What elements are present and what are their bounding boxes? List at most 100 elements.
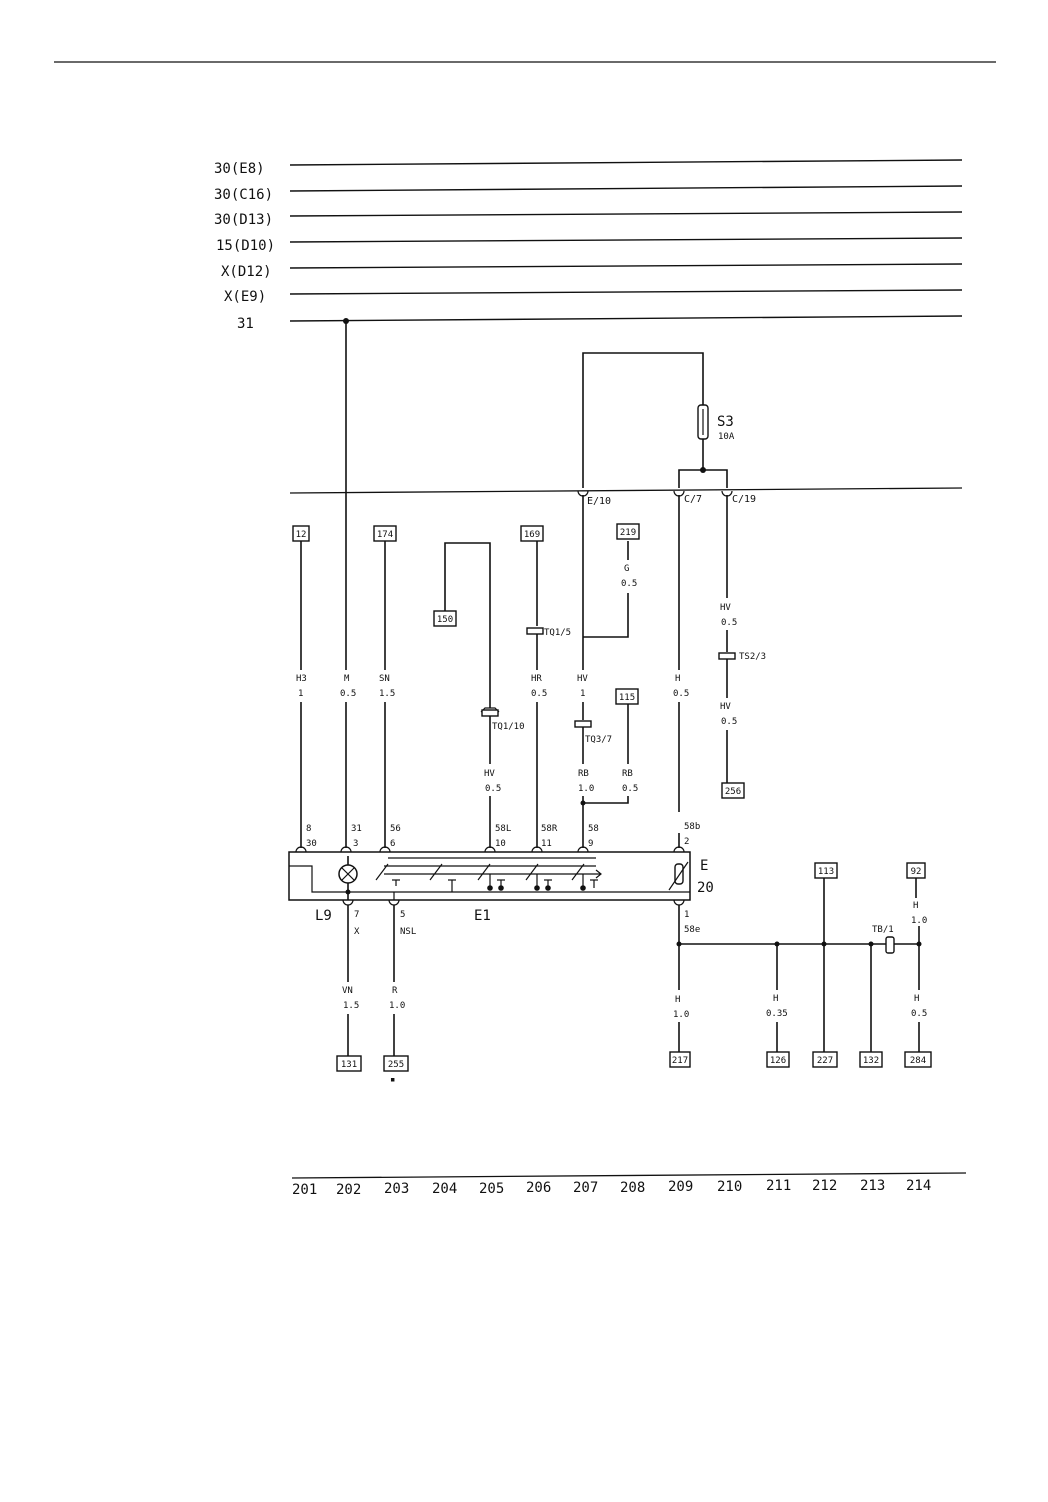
small-mark: ▪ xyxy=(390,1075,395,1085)
wire-size: 1.0 xyxy=(673,1010,689,1020)
pin-number: 11 xyxy=(541,839,552,849)
ref-box: 131 xyxy=(341,1060,357,1070)
column-number: 212 xyxy=(812,1178,837,1194)
pin-name: 58L xyxy=(495,824,511,834)
harness-boundary xyxy=(289,487,963,494)
lamp-label: L9 xyxy=(315,908,332,924)
pin-number: 7 xyxy=(354,910,359,920)
wire-size: 1.5 xyxy=(343,1001,359,1011)
wire-size: 0.5 xyxy=(673,689,689,699)
column-number: 208 xyxy=(620,1180,645,1196)
column-rule xyxy=(291,1172,967,1179)
wire-color: RB xyxy=(622,769,633,779)
ref-box: 219 xyxy=(620,528,636,538)
column-numbers: 201 202 203 204 205 206 207 208 209 210 … xyxy=(292,1178,931,1198)
wire-color: HV xyxy=(720,702,731,712)
wire-size: 1.0 xyxy=(578,784,594,794)
ref-box: 174 xyxy=(377,530,393,540)
wire-color: H xyxy=(675,995,680,1005)
pin-number: 3 xyxy=(353,839,358,849)
pin-number: 1 xyxy=(684,910,689,920)
fuse-name: S3 xyxy=(717,414,734,430)
pin-name: X xyxy=(354,927,360,937)
wire-color: G xyxy=(624,564,629,574)
boundary-connectors: E/10 C/7 C/19 xyxy=(577,490,756,507)
wire-size: 0.5 xyxy=(485,784,501,794)
pin-name: 56 xyxy=(390,824,401,834)
wire-size: 0.5 xyxy=(340,689,356,699)
ref-box: 113 xyxy=(818,867,834,877)
wire-color: M xyxy=(344,674,350,684)
column-number: 210 xyxy=(717,1179,742,1195)
splice-label: TQ3/7 xyxy=(585,735,612,745)
column-number: 203 xyxy=(384,1181,409,1197)
unit-outline xyxy=(288,851,691,901)
fuse-s3: S3 10A xyxy=(582,352,735,488)
pin-name: 58 xyxy=(588,824,599,834)
ref-box: 255 xyxy=(388,1060,404,1070)
fuse-rating: 10A xyxy=(718,432,735,442)
wire-color: H xyxy=(913,901,918,911)
upper-wires: H3 1 M 0.5 SN 1.5 TQ1/10 HV 0.5 TQ1/5 HR… xyxy=(296,321,766,842)
bus-lines: 30(E8) 30(C16) 30(D13) 15(D10) X(D12) X(… xyxy=(214,159,963,332)
pin-number: 5 xyxy=(400,910,405,920)
pin-number: 2 xyxy=(684,837,689,847)
wire-color: RB xyxy=(578,769,589,779)
pin-name: 58e xyxy=(684,925,700,935)
ref-box: 284 xyxy=(910,1056,926,1066)
wire-color: HV xyxy=(484,769,495,779)
column-number: 205 xyxy=(479,1181,504,1197)
bus-label: 31 xyxy=(237,316,254,332)
pin-name: 58R xyxy=(541,824,558,834)
wire-size: 1 xyxy=(298,689,303,699)
pin-name: 31 xyxy=(351,824,362,834)
pin-name: 8 xyxy=(306,824,311,834)
connector-label: C/7 xyxy=(684,494,702,505)
column-number: 204 xyxy=(432,1181,457,1197)
column-number: 214 xyxy=(906,1178,931,1194)
wire-size: 1 xyxy=(580,689,585,699)
wire-size: 1.5 xyxy=(379,689,395,699)
ref-box: 115 xyxy=(619,693,635,703)
bus-label: 15(D10) xyxy=(216,238,275,254)
wire-size: 0.5 xyxy=(622,784,638,794)
wire-size: 0.5 xyxy=(911,1009,927,1019)
wire-color: HV xyxy=(577,674,588,684)
column-number: 201 xyxy=(292,1182,317,1198)
bus-label: 30(D13) xyxy=(214,212,273,228)
pin-name: 58b xyxy=(684,822,700,832)
column-number: 213 xyxy=(860,1178,885,1194)
bus-label: 30(C16) xyxy=(214,187,273,203)
top-refs: 12 174 150 169 219 115 256 113 92 xyxy=(292,523,926,879)
ref-box: 227 xyxy=(817,1056,833,1066)
ref-box: 217 xyxy=(672,1056,688,1066)
splice-label: TB/1 xyxy=(872,925,894,935)
splice-label: TQ1/5 xyxy=(544,628,571,638)
bus-label: X(E9) xyxy=(224,289,266,305)
splice-label: TQ1/10 xyxy=(492,722,525,732)
column-number: 211 xyxy=(766,1178,791,1194)
connector-label: E/10 xyxy=(587,496,611,507)
bottom-refs: 131 255 ▪ 217 126 227 132 284 xyxy=(336,1051,932,1085)
wire-color: R xyxy=(392,986,398,996)
bus-label: 30(E8) xyxy=(214,161,265,177)
wire-color: HV xyxy=(720,603,731,613)
pin-number: 10 xyxy=(495,839,506,849)
ref-box: 256 xyxy=(725,787,741,797)
connector-label: C/19 xyxy=(732,494,756,505)
ref-box: 132 xyxy=(863,1056,879,1066)
bus-label: X(D12) xyxy=(221,264,272,280)
column-number: 206 xyxy=(526,1180,551,1196)
ref-box: 126 xyxy=(770,1056,786,1066)
ref-box: 169 xyxy=(524,530,540,540)
pin-number: 9 xyxy=(588,839,593,849)
wire-color: H xyxy=(773,994,778,1004)
wire-color: VN xyxy=(342,986,353,996)
wire-size: 0.5 xyxy=(721,717,737,727)
wire-size: 0.5 xyxy=(531,689,547,699)
switch-label: E1 xyxy=(474,908,491,924)
lower-wires: VN 1.5 R 1.0 H 1.0 H 0.35 TB/1 H xyxy=(342,878,927,1056)
wire-color: SN xyxy=(379,674,390,684)
wire-size: 0.5 xyxy=(621,579,637,589)
